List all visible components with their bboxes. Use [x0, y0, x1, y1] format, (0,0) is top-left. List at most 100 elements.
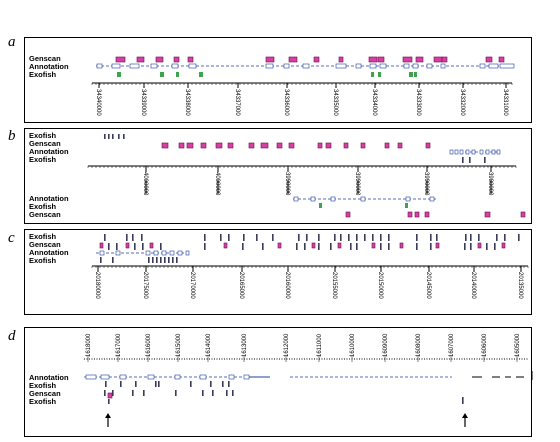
panel-c-label-exofish-1: Exofish [29, 232, 57, 241]
panel-a-annotation-exon [129, 63, 140, 69]
panel-d-tick-label: 1618000 [86, 333, 92, 357]
panel-c-tick-label: 20140000 [470, 272, 476, 299]
arrow-up-icon [462, 413, 468, 418]
panel-a-annotation-exon [412, 63, 419, 69]
panel-d-label-exofish-2: Exofish [29, 397, 57, 406]
panel-c-genscan-box [223, 242, 228, 249]
panel-a [24, 37, 532, 123]
panel-d-tick-label: 1610000 [350, 333, 356, 357]
panel-c-genscan-box [149, 242, 154, 249]
panel-a-exofish-hit [160, 72, 164, 77]
panel-c-genscan-bar [108, 243, 110, 250]
panel-d-genscan-bar [202, 390, 204, 396]
panel-d-tick-label: 1614000 [206, 333, 212, 357]
panel-c-genscan-bar [486, 243, 488, 250]
panel-c-annotation-exon [177, 250, 183, 256]
panel-b-genscan-box [360, 142, 366, 149]
panel-a-genscan-box [115, 56, 126, 63]
panel-c-exofish-top [478, 234, 480, 241]
panel-b-label-annotation: Annotation [29, 147, 69, 156]
panel-a-tick-label: 34332000 [459, 89, 465, 116]
panel-c-genscan-box [277, 242, 282, 249]
panel-c-exofish-top [364, 234, 366, 241]
panel-b-genscan-lower [407, 211, 413, 218]
panel-d-label-exofish-1: Exofish [29, 381, 57, 390]
panel-c-tick-label: 20150000 [377, 272, 383, 299]
panel-a-annotation-exon [369, 63, 377, 69]
panel-d-label-genscan: Genscan [29, 389, 61, 398]
panel-c-genscan-bar [494, 243, 496, 250]
panel-b-tick-label: 3990000 [354, 172, 360, 196]
panel-b-tick-label: 3990000 [284, 172, 290, 196]
panel-a-annotation-exon [283, 63, 290, 69]
panel-c-genscan-bar [304, 243, 306, 250]
panel-a-letter: a [8, 34, 16, 50]
panel-b-label-exofish-lower: Exofish [29, 202, 57, 211]
panel-b-annotation-lower-exon [429, 196, 435, 202]
panel-b-genscan-lower [414, 211, 420, 218]
panel-d-tick-label: 1616000 [146, 333, 152, 357]
panel-c-exofish-top [243, 234, 245, 241]
panel-c-genscan-bar [350, 243, 352, 250]
panel-d-exofish-1 [228, 381, 230, 387]
panel-a-genscan-box [377, 56, 385, 63]
panel-c-exofish-top [465, 234, 467, 241]
panel-d-annotation-exon [243, 374, 250, 380]
panel-b-genscan-box [425, 142, 431, 149]
panel-c-genscan-bar [356, 243, 358, 250]
panel-d-annotation-exon [199, 374, 207, 380]
panel-b-tick-label: 4000000 [142, 172, 148, 196]
panel-b-exofish-top [118, 134, 120, 139]
panel-c-label-annotation: Annotation [29, 248, 69, 257]
panel-a-genscan-box [265, 56, 275, 63]
arrow-up-icon [105, 413, 111, 418]
panel-a-annotation-exon [426, 63, 433, 69]
panel-b-annotation-exon [496, 149, 501, 155]
panel-c-genscan-box [99, 242, 104, 249]
panel-c-annotation-exon [99, 250, 105, 256]
panel-c-exofish-top [318, 234, 320, 241]
panel-d-exofish-1 [210, 381, 212, 387]
panel-b-annotation-lower-exon [330, 196, 336, 202]
panel-b-exofish-top [108, 134, 110, 139]
panel-b-exofish-lower [319, 203, 322, 208]
panel-b-genscan-box [215, 142, 223, 149]
panel-c-annotation-exon [153, 250, 159, 256]
panel-a-label-annotation: Annotation [29, 62, 69, 71]
panel-a-genscan-box [313, 56, 320, 63]
panel-b-annotation-lower-exon [360, 196, 366, 202]
panel-c-exofish-lower [160, 257, 162, 263]
panel-a-annotation-exon [171, 63, 179, 69]
panel-c-exofish-top [298, 234, 300, 241]
panel-c-exofish-lower [176, 257, 178, 263]
panel-c-genscan-bar [416, 243, 418, 250]
panel-b-annotation-exon [454, 149, 459, 155]
panel-a-genscan-box [368, 56, 378, 63]
panel-a-annotation-exon [488, 63, 499, 69]
panel-a-genscan-box [402, 56, 413, 63]
panel-b-tick-label: 3990000 [423, 172, 429, 196]
panel-b-label-exofish-2: Exofish [29, 155, 57, 164]
panel-d-genscan-bar [132, 390, 134, 396]
panel-d-exofish-2 [108, 399, 110, 404]
panel-b-genscan-box [325, 142, 332, 149]
panel-c-exofish-top [436, 234, 438, 241]
panel-d-annotation-exon [85, 374, 97, 380]
panel-d-exofish-1 [155, 381, 157, 387]
panel-a-genscan-box [288, 56, 298, 63]
panel-c-exofish-top [256, 234, 258, 241]
panel-c-exofish-top [132, 234, 134, 241]
panel-b-annotation-exon [485, 149, 490, 155]
panel-b-genscan-lower [520, 211, 526, 218]
panel-b-annotation-lower-exon [293, 196, 299, 202]
panel-d-tick-label: 1605000 [515, 333, 521, 357]
panel-d-exofish-1 [105, 381, 107, 387]
panel-c-genscan-box [477, 242, 482, 249]
panel-c-exofish-top [416, 234, 418, 241]
panel-b-genscan-box [343, 142, 349, 149]
panel-c-label-genscan: Genscan [29, 240, 61, 249]
panel-c-genscan-bar [388, 243, 390, 250]
panel-b-genscan-box [248, 142, 255, 149]
panel-c-exofish-lower [112, 257, 114, 263]
panel-c-exofish-lower [148, 257, 150, 263]
